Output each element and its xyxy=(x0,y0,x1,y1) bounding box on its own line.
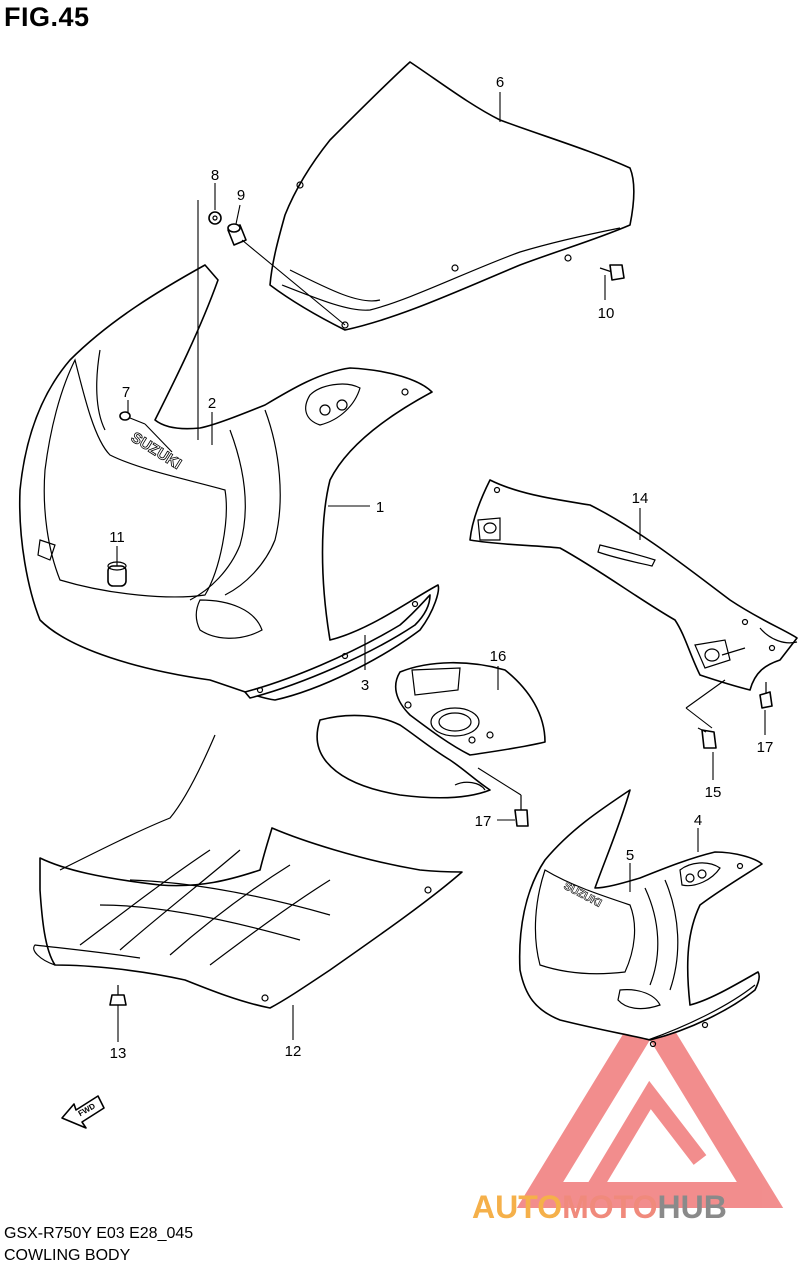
callout-17-right: 17 xyxy=(757,739,774,756)
callout-16: 16 xyxy=(490,648,507,665)
part-grommet xyxy=(107,561,127,587)
watermark-logo xyxy=(516,990,784,1208)
part-windscreen xyxy=(269,61,635,331)
callout-6: 6 xyxy=(496,74,504,91)
section-name: COWLING BODY xyxy=(4,1247,131,1264)
part-clip xyxy=(109,985,127,1006)
callout-8: 8 xyxy=(211,167,219,184)
callout-13: 13 xyxy=(110,1045,127,1062)
part-well-nut xyxy=(227,223,247,246)
callout-4: 4 xyxy=(694,812,702,829)
part-under-cover xyxy=(33,734,463,1009)
callout-9: 9 xyxy=(237,187,245,204)
watermark-moto: MOTO xyxy=(562,1189,657,1225)
callout-7: 7 xyxy=(122,384,130,401)
part-cowling-strip xyxy=(244,594,431,699)
part-washer xyxy=(208,211,222,225)
part-upper-cowling: SUZUKI xyxy=(18,264,440,701)
fwd-arrow-icon: FWD xyxy=(61,1095,105,1129)
figure-title: FIG.45 xyxy=(4,2,90,32)
callout-14: 14 xyxy=(632,490,649,507)
callout-15: 15 xyxy=(705,784,722,801)
leader-lines xyxy=(116,92,766,1042)
part-callouts: 6 8 9 2 7 1 11 3 10 14 16 17 15 17 4 5 1… xyxy=(109,74,773,1062)
part-inner-panel xyxy=(469,479,798,691)
part-screw-15 xyxy=(697,727,717,749)
callout-10: 10 xyxy=(598,305,615,322)
callout-2: 2 xyxy=(208,395,216,412)
watermark-text: AUTOMOTOHUB xyxy=(472,1189,727,1225)
model-code: GSX-R750Y E03 E28_045 xyxy=(4,1225,194,1242)
callout-3: 3 xyxy=(361,677,369,694)
callout-12: 12 xyxy=(285,1043,302,1060)
part-screw-17-center xyxy=(514,795,529,827)
callout-1: 1 xyxy=(376,499,384,516)
part-screw-7 xyxy=(119,411,146,425)
watermark-auto: AUTO xyxy=(472,1189,562,1225)
watermark-hub: HUB xyxy=(657,1189,726,1225)
part-screw-10 xyxy=(599,264,625,281)
callout-17-center: 17 xyxy=(475,813,492,830)
callout-11: 11 xyxy=(109,529,125,546)
part-meter-bracket xyxy=(316,661,546,799)
part-screw-17-right xyxy=(759,682,773,709)
part-cowling-alt: SUZUKI xyxy=(518,789,763,1048)
callout-5: 5 xyxy=(626,847,634,864)
